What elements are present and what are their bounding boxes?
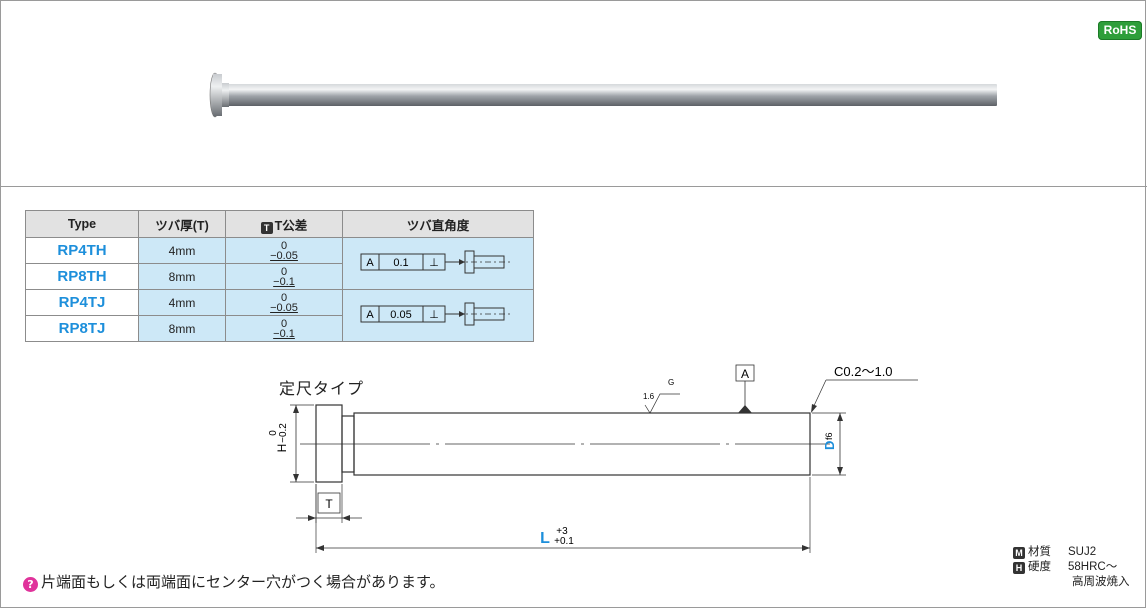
svg-text:+3: +3 (556, 526, 568, 537)
table-row: RP8TJ 8mm 0−0.1 (25, 315, 534, 342)
squareness-callout-icon: A 0.05 ⊥ (360, 302, 511, 326)
type-cell: RP4TJ (25, 289, 139, 316)
material-icon: M (1013, 547, 1025, 559)
technical-drawing: H 0 −0.2 T L +3 +0.1 D f6 A C0.2～1.0 1.6… (268, 364, 918, 553)
type-cell: RP4TH (25, 237, 139, 264)
thickness-cell: 4mm (138, 289, 226, 316)
table-row: RP8TH 8mm 0−0.1 (25, 263, 534, 290)
h-dimension: H 0 −0.2 (268, 423, 289, 453)
section-divider (0, 186, 1147, 187)
squareness-cell: A 0.1 ⊥ (342, 237, 534, 290)
center-hole-note: ?片端面もしくは両端面にセンター穴がつく場合があります。 (23, 571, 445, 592)
t-icon: T (260, 221, 273, 234)
header-type: Type (25, 210, 139, 238)
svg-text:0: 0 (268, 430, 279, 436)
svg-text:D: D (822, 441, 837, 450)
svg-text:0.05: 0.05 (390, 309, 411, 321)
svg-text:1.6: 1.6 (643, 392, 655, 401)
table-row: RP4TH 4mm 0−0.05 A 0.1 ⊥ (25, 237, 534, 290)
type-cell: RP8TJ (25, 315, 139, 342)
tolerance-cell: 0−0.1 (225, 263, 343, 290)
t-dimension: T (325, 497, 333, 511)
squareness-cell: A 0.05 ⊥ (342, 289, 534, 342)
svg-text:+0.1: +0.1 (554, 536, 574, 547)
type-label: 定尺タイプ (279, 379, 365, 398)
svg-text:⊥: ⊥ (429, 257, 439, 269)
chamfer-label: C0.2～1.0 (834, 364, 893, 379)
squareness-callout-icon: A 0.1 ⊥ (360, 250, 511, 274)
svg-text:G: G (668, 378, 674, 387)
svg-text:0.1: 0.1 (393, 257, 408, 269)
tolerance-cell: 0−0.1 (225, 315, 343, 342)
svg-text:A: A (366, 257, 374, 269)
head-outline (315, 404, 343, 483)
svg-text:f6: f6 (824, 432, 834, 440)
svg-text:A: A (366, 309, 374, 321)
header-squareness: ツバ直角度 (342, 210, 534, 238)
type-cell: RP8TH (25, 263, 139, 290)
rohs-badge: RoHS (1098, 21, 1142, 40)
tolerance-cell: 0−0.05 (225, 289, 343, 316)
svg-text:H: H (275, 444, 289, 453)
thickness-cell: 4mm (138, 237, 226, 264)
svg-text:−0.2: −0.2 (278, 423, 289, 443)
table-row: RP4TJ 4mm 0−0.05 A 0.05 ⊥ (25, 289, 534, 342)
hardness-process: 高周波焼入 (1072, 576, 1130, 588)
hardness-icon: H (1013, 562, 1025, 574)
thickness-cell: 8mm (138, 315, 226, 342)
datum-label: A (741, 367, 749, 381)
tolerance-cell: 0−0.05 (225, 237, 343, 264)
datum-triangle-icon (738, 405, 752, 413)
header-thickness: ツバ厚(T) (138, 210, 226, 238)
l-dimension: L (540, 530, 550, 547)
thickness-cell: 8mm (138, 263, 226, 290)
d-dimension: D f6 (822, 432, 837, 450)
svg-text:⊥: ⊥ (429, 309, 439, 321)
product-photo (209, 72, 997, 118)
roughness-symbol-icon: 1.6 G (643, 378, 680, 414)
warning-icon: ? (23, 577, 38, 592)
